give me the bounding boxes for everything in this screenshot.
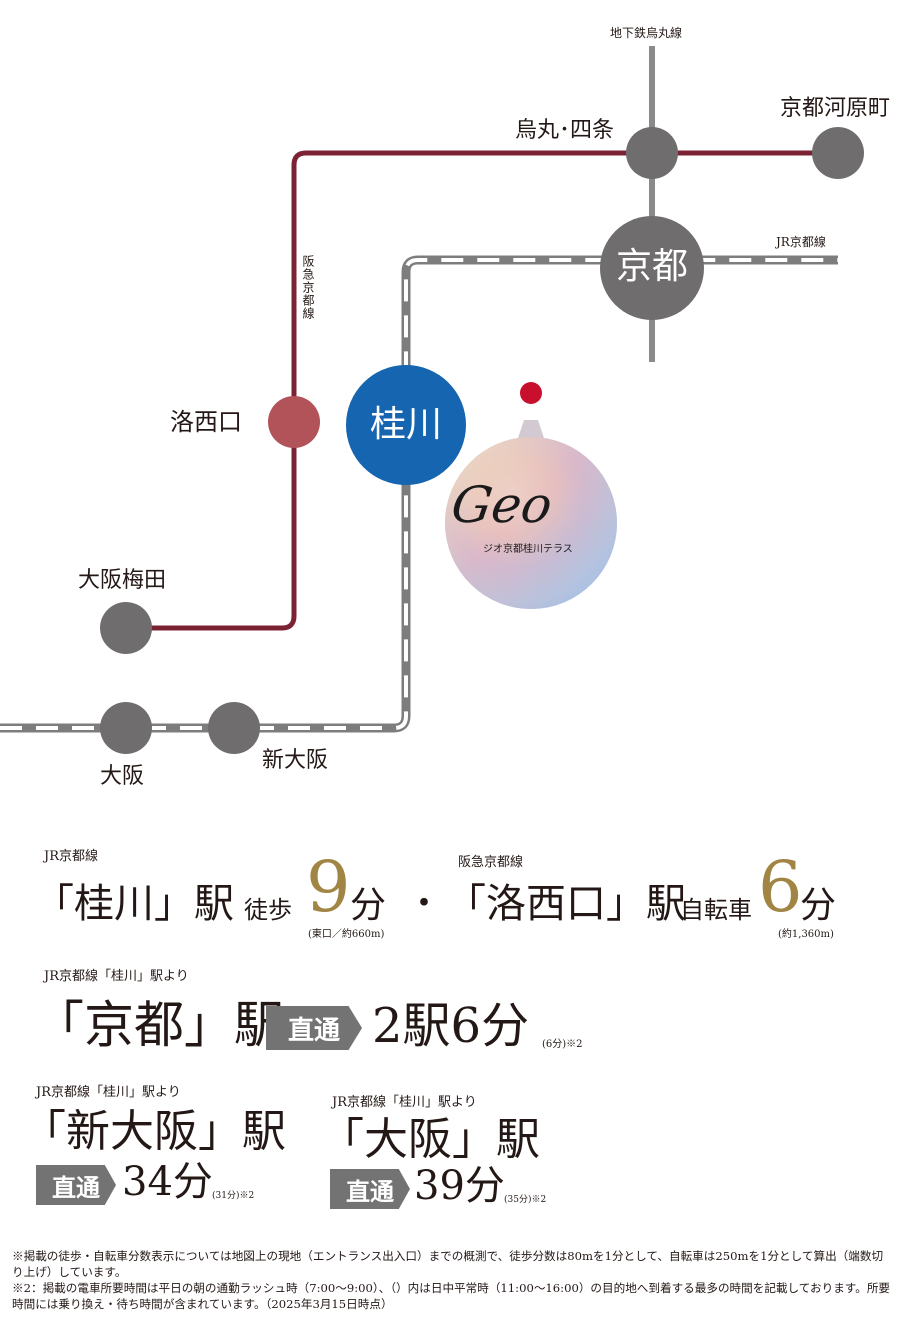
subway-line-label: 地下鉄烏丸線 xyxy=(610,26,683,40)
footnote-1: ※掲載の徒歩・自転車分数表示については地図上の現地（エントランス出入口）までの概… xyxy=(12,1249,884,1279)
access1-note: (東口／約660m) xyxy=(308,929,385,940)
access2-minutes: 6 xyxy=(758,846,803,928)
jr-line xyxy=(0,255,838,733)
label-kyoto: 京都 xyxy=(615,246,688,287)
jr-line-label: JR京都線 xyxy=(776,235,826,249)
station-kawaramachi xyxy=(812,127,864,179)
label-karasuma-shijo: 烏丸･四条 xyxy=(515,118,615,143)
access2-unit: 分 xyxy=(800,885,837,926)
hankyu-line xyxy=(126,150,838,631)
kyoto-note: (6分)※2 xyxy=(542,1039,583,1050)
osaka-from: JR京都線「桂川」駅より xyxy=(332,1095,477,1110)
label-katsuragawa: 桂川 xyxy=(369,404,442,445)
access2-station: 「洛西口」駅 xyxy=(446,881,686,927)
footnotes: ※掲載の徒歩・自転車分数表示については地図上の現地（エントランス出入口）までの概… xyxy=(12,1248,890,1312)
access1-station: 「桂川」駅 xyxy=(34,881,234,927)
access2-note: (約1,360m) xyxy=(778,929,834,940)
osaka-dest: 「大阪」駅 xyxy=(320,1114,540,1165)
label-rakusaiguchi: 洛西口 xyxy=(170,408,242,436)
property-logo: Geo xyxy=(447,476,556,534)
station-shin-osaka xyxy=(208,702,260,754)
access1-mode: 徒歩 xyxy=(244,896,292,924)
property-marker xyxy=(445,382,617,609)
station-osaka xyxy=(100,702,152,754)
osaka-note: (35分)※2 xyxy=(504,1195,547,1205)
osaka-time: 39分 xyxy=(414,1163,505,1209)
hankyu-line-label: 阪急京都線 xyxy=(301,255,315,320)
label-shin-osaka: 新大阪 xyxy=(262,748,329,773)
station-rakusaiguchi xyxy=(268,396,320,448)
label-kawaramachi: 京都河原町 xyxy=(780,96,891,121)
shinosaka-note: (31分)※2 xyxy=(212,1191,255,1201)
footnote-2: ※2：掲載の電車所要時間は平日の朝の通勤ラッシュ時（7:00～9:00）、（）内… xyxy=(12,1281,891,1311)
kyoto-dest: 「京都」駅 xyxy=(34,996,284,1054)
shinosaka-direct-badge: 直通 xyxy=(36,1165,116,1205)
shinosaka-time: 34分 xyxy=(122,1159,213,1205)
access-separator: ・ xyxy=(406,883,443,924)
access2-mode: 自転車 xyxy=(680,896,752,924)
kyoto-from: JR京都線「桂川」駅より xyxy=(44,969,189,984)
property-name: ジオ京都桂川テラス xyxy=(483,544,573,555)
label-osaka: 大阪 xyxy=(100,764,145,789)
route-map xyxy=(0,46,864,754)
osaka-direct-badge: 直通 xyxy=(330,1169,410,1209)
access2-line: 阪急京都線 xyxy=(458,855,524,870)
shinosaka-dest: 「新大阪」駅 xyxy=(22,1106,286,1157)
label-osaka-umeda: 大阪梅田 xyxy=(78,568,167,593)
shinosaka-from: JR京都線「桂川」駅より xyxy=(36,1085,181,1100)
access1-unit: 分 xyxy=(350,885,387,926)
station-katsuragawa xyxy=(346,365,466,485)
kyoto-direct-badge: 直通 xyxy=(266,1006,362,1050)
kyoto-time: 2駅6分 xyxy=(372,998,530,1054)
station-karasuma-shijo xyxy=(626,127,678,179)
access1-line: JR京都線 xyxy=(44,849,98,864)
station-osaka-umeda xyxy=(100,602,152,654)
access1-minutes: 9 xyxy=(306,846,351,928)
station-kyoto xyxy=(600,216,704,320)
